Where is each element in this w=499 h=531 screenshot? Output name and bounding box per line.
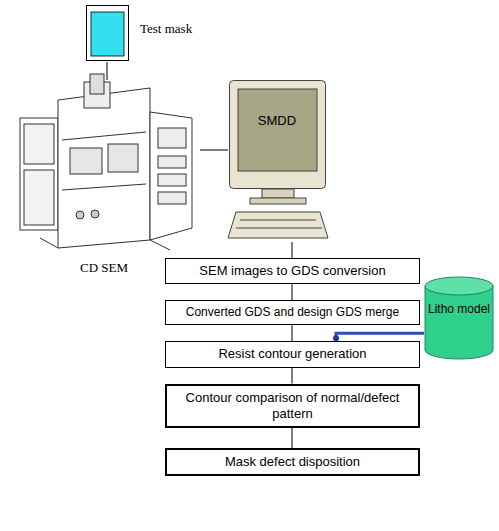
flow-line — [292, 428, 293, 448]
node-label: Resist contour generation — [174, 346, 411, 362]
node-label: Mask defect disposition — [175, 454, 410, 470]
computer-node: SMDD — [228, 80, 326, 242]
equipment-node: CD SEM — [8, 80, 200, 276]
cylinder-top — [425, 277, 493, 295]
process-box: Mask defect disposition — [165, 448, 420, 476]
flow-line — [292, 368, 293, 384]
cylinder-body — [425, 286, 493, 359]
node-label: Converted GDS and design GDS merge — [174, 305, 411, 320]
mask-icon — [87, 6, 129, 61]
node-label: SMDD — [228, 113, 326, 128]
flow-line — [107, 62, 108, 80]
pen-connector — [336, 333, 424, 341]
node-label: Litho model — [427, 302, 491, 316]
flow-line — [200, 150, 228, 151]
node-label: SEM images to GDS conversion — [174, 263, 411, 279]
node-label: Contour comparison of normal/defect patt… — [175, 390, 410, 423]
mask-node: Test mask — [84, 4, 234, 62]
database-cylinder: Litho model — [424, 276, 494, 360]
flow-line — [292, 284, 293, 300]
process-box: Converted GDS and design GDS merge — [165, 300, 420, 325]
process-box: Contour comparison of normal/defect patt… — [165, 384, 420, 429]
cd-sem-illustration — [20, 74, 192, 250]
node-label: Test mask — [140, 21, 192, 37]
computer-illustration — [228, 81, 328, 239]
process-box: SEM images to GDS conversion — [165, 258, 420, 284]
flow-line — [292, 325, 293, 341]
cylinder-shape — [424, 276, 494, 360]
process-box: Resist contour generation — [165, 341, 420, 367]
flow-line — [292, 242, 293, 258]
